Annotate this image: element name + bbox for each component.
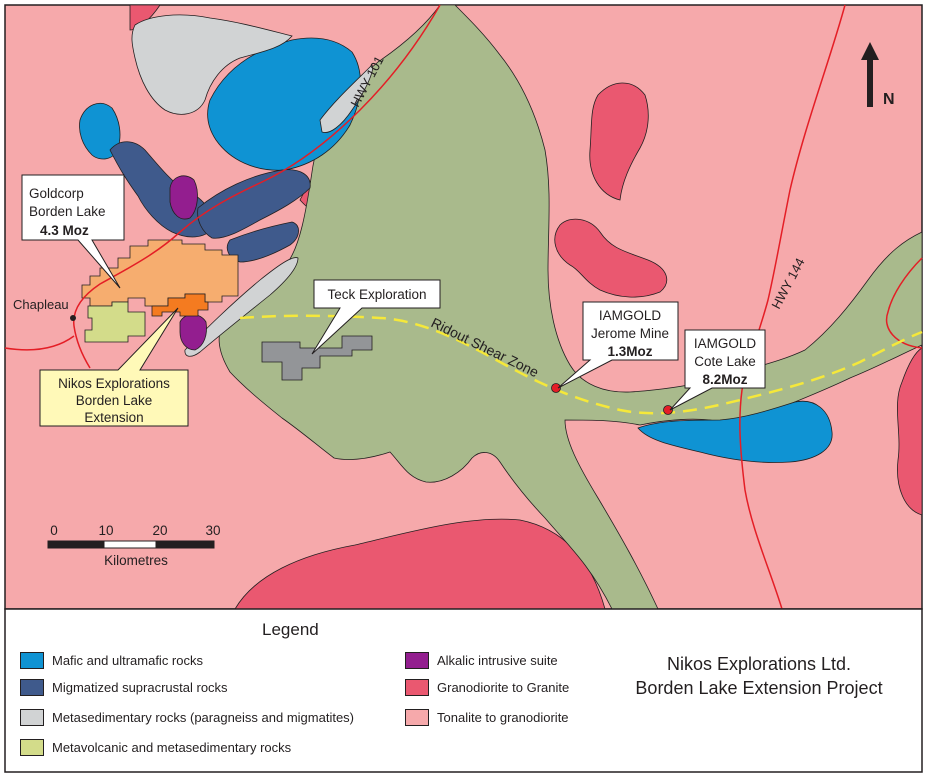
migmatized-band-central — [197, 169, 311, 239]
nikos-callout-line1: Nikos Explorations — [58, 376, 170, 391]
legend-label-alkalic: Alkalic intrusive suite — [437, 652, 558, 668]
legend-swatch-tonalite — [405, 708, 429, 726]
jerome-callout-line1: IAMGOLD — [599, 308, 662, 323]
project-title: Nikos Explorations Ltd. Borden Lake Exte… — [596, 652, 922, 700]
metavolcanic-belt — [218, 4, 923, 610]
goldcorp-callout-value: 4.3 Moz — [40, 223, 89, 238]
scale-tick-10: 10 — [98, 523, 113, 538]
legend-swatch-mafic — [20, 651, 44, 669]
metasedimentary-sliver-south — [184, 257, 299, 357]
legend-item-tonalite: Tonalite to granodiorite — [405, 707, 569, 727]
scale-unit: Kilometres — [104, 553, 168, 568]
legend-item-migmatized: Migmatized supracrustal rocks — [20, 677, 228, 697]
legend-label-metasedimentary: Metasedimentary rocks (paragneiss and mi… — [52, 709, 355, 725]
legend-item-alkalic: Alkalic intrusive suite — [405, 650, 558, 670]
legend-title: Legend — [262, 620, 319, 639]
legend-item-metavolcanic: Metavolcanic and metasedimentary rocks — [20, 737, 291, 757]
scale-tick-0: 0 — [50, 523, 58, 538]
chapleau-label: Chapleau — [13, 297, 69, 312]
granodiorite-northeast-lower — [554, 218, 668, 298]
project-title-line2: Borden Lake Extension Project — [635, 678, 883, 698]
granodiorite-east-lower — [897, 347, 923, 516]
goldcorp-callout-line2: Borden Lake — [29, 204, 106, 219]
jerome-callout-line2: Jerome Mine — [591, 326, 669, 341]
mafic-east-lake — [637, 400, 833, 463]
jerome-callout: IAMGOLD Jerome Mine 1.3Moz — [557, 301, 679, 389]
teck-callout-line1: Teck Exploration — [327, 287, 426, 302]
nikos-callout-line3: Extension — [84, 410, 143, 425]
goldcorp-callout: Goldcorp Borden Lake 4.3 Moz — [21, 174, 125, 289]
legend-item-granodiorite: Granodiorite to Granite — [405, 677, 569, 697]
legend-label-mafic: Mafic and ultramafic rocks — [52, 652, 203, 668]
chapleau-marker — [70, 315, 76, 321]
legend-swatch-metavolcanic — [20, 738, 44, 756]
legend-swatch-metasedimentary — [20, 708, 44, 726]
granodiorite-northeast-upper — [589, 82, 649, 201]
scale-bar: 0 10 20 30 Kilometres — [47, 523, 221, 568]
legend-label-metavolcanic: Metavolcanic and metasedimentary rocks — [52, 739, 292, 755]
project-title-line1: Nikos Explorations Ltd. — [666, 654, 852, 674]
jerome-mine-marker — [551, 383, 561, 393]
cote-callout-line2: Cote Lake — [694, 354, 756, 369]
jerome-callout-value: 1.3Moz — [607, 344, 652, 359]
metasedimentary-north — [131, 14, 293, 115]
nikos-callout: Nikos Explorations Borden Lake Extension — [39, 307, 189, 427]
legend-item-mafic: Mafic and ultramafic rocks — [20, 650, 203, 670]
scale-tick-30: 30 — [205, 523, 220, 538]
north-arrow-icon — [861, 42, 879, 107]
scale-tick-20: 20 — [152, 523, 167, 538]
legend-swatch-migmatized — [20, 678, 44, 696]
nikos-claim — [151, 293, 209, 317]
north-label: N — [883, 91, 895, 108]
ridout-shear-zone-line — [239, 314, 923, 415]
metavolcanic-claim-area — [84, 301, 146, 343]
nikos-callout-line2: Borden Lake — [76, 393, 153, 408]
teck-claim — [261, 335, 373, 381]
cote-callout-value: 8.2Moz — [702, 372, 747, 387]
alkalic-intrusion-north — [169, 175, 198, 220]
legend-label-granodiorite: Granodiorite to Granite — [437, 679, 570, 695]
metasedimentary-sliver-north — [319, 64, 373, 133]
legend-item-metasedimentary: Metasedimentary rocks (paragneiss and mi… — [20, 707, 354, 727]
legend-label-migmatized: Migmatized supracrustal rocks — [52, 679, 228, 695]
cote-callout-line1: IAMGOLD — [694, 336, 757, 351]
legend-frame — [4, 608, 923, 773]
legend-swatch-alkalic — [405, 651, 429, 669]
legend-label-tonalite: Tonalite to granodiorite — [437, 709, 569, 725]
cote-callout: IAMGOLD Cote Lake 8.2Moz — [669, 329, 766, 411]
cote-lake-marker — [663, 405, 673, 415]
legend-swatch-granodiorite — [405, 678, 429, 696]
goldcorp-callout-line1: Goldcorp — [29, 186, 84, 201]
teck-callout: Teck Exploration — [311, 279, 441, 355]
